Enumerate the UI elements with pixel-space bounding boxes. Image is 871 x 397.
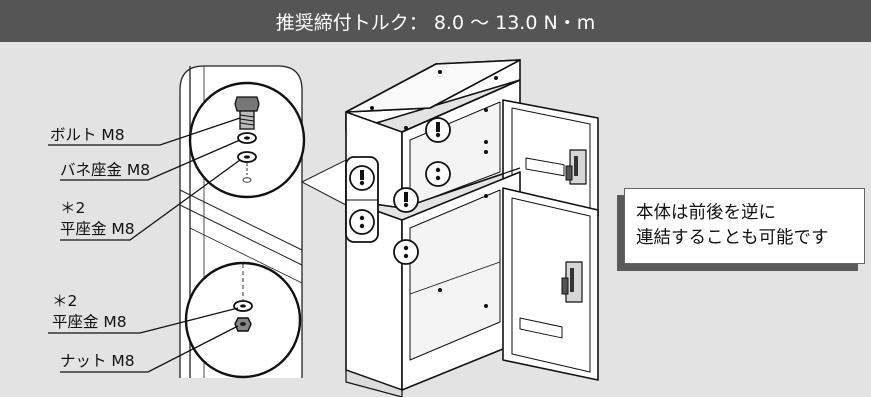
upper-lock-handle — [565, 149, 587, 185]
torque-label: 推奨締付トルク： 8.0 ～ 13.0 N・m — [275, 11, 596, 34]
cabinet — [345, 59, 599, 397]
label-spring-washer: バネ座金 M8 — [60, 161, 151, 179]
label-flat-washer-note-bottom: ＊2 — [52, 292, 78, 310]
label-flat-washer-note-top: ＊2 — [60, 199, 86, 217]
bolt-icon — [234, 96, 260, 130]
lower-lock-handle — [561, 261, 583, 303]
reversible-note: 本体は前後を逆に 連結することも可能です — [624, 188, 865, 264]
note-line-2: 連結することも可能です — [636, 228, 829, 248]
torque-banner: 推奨締付トルク： 8.0 ～ 13.0 N・m — [0, 0, 871, 42]
label-flat-washer-bottom: 平座金 M8 — [52, 313, 127, 331]
label-nut: ナット M8 — [60, 352, 135, 370]
callout-connector — [300, 159, 347, 206]
nut-detail-circle — [184, 261, 302, 379]
note-line-1: 本体は前後を逆に — [636, 203, 776, 223]
label-bolt: ボルト M8 — [50, 126, 125, 144]
leader-lines — [48, 117, 241, 373]
bolt-detail-circle — [188, 81, 306, 199]
label-flat-washer-top: 平座金 M8 — [60, 220, 135, 238]
